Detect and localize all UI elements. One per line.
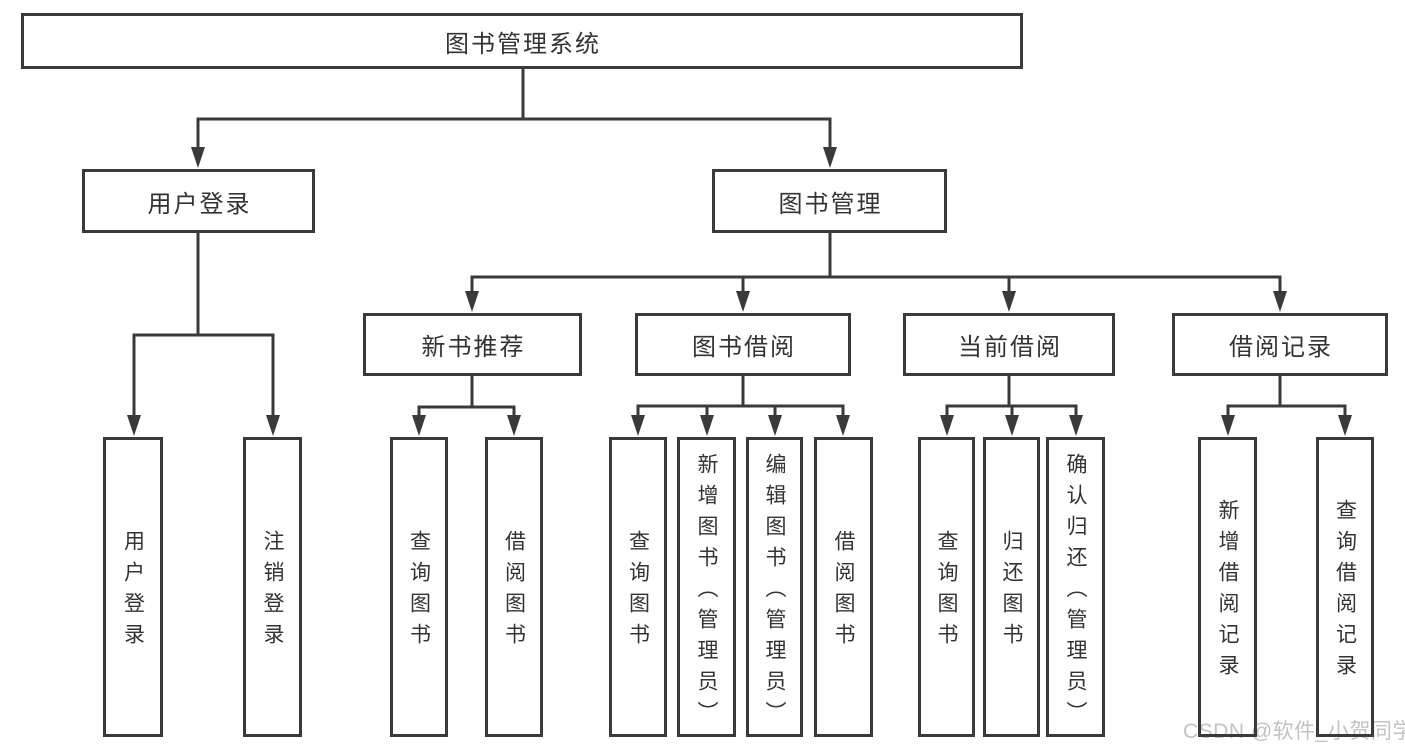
node-root: 图书管理系统: [21, 13, 1023, 69]
node-nr-borrow-books: 借阅图书: [485, 437, 543, 737]
node-label: 借阅图书: [832, 530, 855, 654]
node-label: 编辑图书（管理员）: [763, 452, 786, 732]
node-label: 查询图书: [626, 530, 650, 654]
node-cb-query-books: 查询图书: [918, 437, 975, 737]
node-user-login: 用户登录: [82, 169, 315, 233]
node-cb-return-books: 归还图书: [983, 437, 1040, 737]
node-label: 当前借阅: [958, 334, 1062, 361]
node-label: 新增借阅记录: [1216, 499, 1239, 685]
node-bb-add-books: 新增图书（管理员）: [677, 437, 736, 737]
node-label: 查询图书: [935, 530, 958, 654]
node-label: 确认归还（管理员）: [1064, 452, 1087, 732]
node-label: 查询图书: [407, 530, 431, 654]
node-borrow-records: 借阅记录: [1172, 313, 1388, 376]
node-label: 借阅图书: [502, 530, 526, 654]
node-label: 用户登录: [121, 530, 145, 654]
node-label: 图书借阅: [692, 334, 796, 361]
node-bb-query-books: 查询图书: [609, 437, 667, 737]
watermark: CSDN @软件_小贺同学: [1183, 720, 1405, 743]
node-br-add-record: 新增借阅记录: [1198, 437, 1257, 737]
node-book-borrow: 图书借阅: [635, 313, 851, 376]
node-book-mgmt: 图书管理: [712, 169, 947, 233]
node-label: 查询借阅记录: [1333, 499, 1357, 685]
node-label: 借阅记录: [1229, 334, 1333, 361]
node-label: 图书管理系统: [445, 30, 601, 58]
node-ul-logout: 注销登录: [243, 437, 302, 737]
node-current-borrow: 当前借阅: [903, 313, 1115, 376]
node-label: 归还图书: [1000, 530, 1023, 654]
node-bb-borrow-books: 借阅图书: [814, 437, 873, 737]
node-label: 新增图书（管理员）: [695, 452, 718, 732]
node-label: 新书推荐: [421, 334, 526, 361]
node-bb-edit-books: 编辑图书（管理员）: [746, 437, 803, 737]
node-label: 用户登录: [147, 190, 252, 218]
node-cb-confirm-return: 确认归还（管理员）: [1046, 437, 1105, 737]
node-label: 注销登录: [261, 530, 284, 654]
node-nr-query-books: 查询图书: [390, 437, 448, 737]
node-label: 图书管理: [778, 190, 883, 218]
node-new-book-rec: 新书推荐: [363, 313, 582, 376]
node-ul-login: 用户登录: [103, 437, 163, 737]
node-br-query-record: 查询借阅记录: [1316, 437, 1374, 737]
